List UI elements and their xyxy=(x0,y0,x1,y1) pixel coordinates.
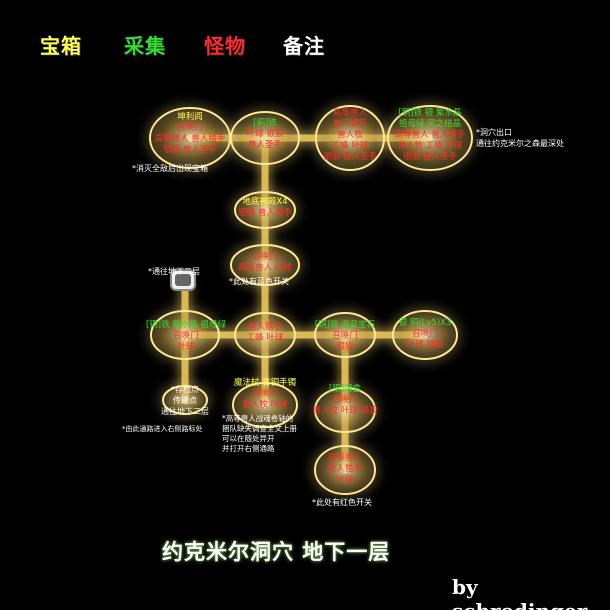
blob-n7 xyxy=(150,310,220,360)
node-n3: 高等兽人 兽人猎手 兽人牧 工蜂 叶球 银狼 兽人圣手 xyxy=(305,108,395,163)
n1-monsters-2: 银狼 兽人圣手 xyxy=(163,145,217,155)
node-n10: 银 铜(Lv5)X3 召唤门 叶球 银狼 xyxy=(385,318,465,351)
note-scroll: *高等兽人战魂卷轴的 捆队缺失调查全文上册 可以在随处异开 并打开右侧通路 xyxy=(222,414,297,454)
n4-gather-1: [铜]铁 银 紫水晶 xyxy=(398,108,462,118)
n13-m1: 高等兽人 xyxy=(327,453,362,463)
n10-gate: 召唤门 xyxy=(412,329,438,339)
note-cave-exit-2: 通往约克米尔之森最深处 xyxy=(476,139,564,148)
note-cave-exit-1: *洞穴出口 xyxy=(476,128,512,137)
note-save-1: *存档点 xyxy=(171,385,199,394)
n13-m3: 叶球 xyxy=(336,475,354,485)
n2-monsters-1: 叶球 银狼 xyxy=(246,129,284,139)
n12-gather: [铜]蛋盒 xyxy=(328,384,362,394)
blob-n12 xyxy=(314,387,376,433)
n4-m3: 银狼 兽人圣手 xyxy=(403,152,457,162)
blob-n10 xyxy=(392,310,458,360)
node-n6: 召唤门 高等兽人 叶球 xyxy=(220,252,310,274)
blob-save xyxy=(162,385,208,415)
n1-gate: 召唤门 xyxy=(177,123,203,133)
node-n9: [铜]铁 海蓝宝石 召唤门 银狼 xyxy=(305,320,385,353)
n13-m2: 兽人猎手 xyxy=(327,464,362,474)
legend-monster: 怪物 xyxy=(204,34,246,58)
note-scroll-1: *高等兽人战魂卷轴的 xyxy=(222,414,294,423)
note-save-point: *存档点 传送点 通往地下二层 xyxy=(150,384,220,417)
author-credit: by schrodinger xyxy=(452,575,587,610)
n3-m3: 兽人牧 xyxy=(337,130,363,140)
n5-monsters: 银狼 兽人圣手 xyxy=(238,208,292,218)
note-scroll-3: 可以在随处异开 xyxy=(222,434,275,443)
map-title: 约克米尔洞穴 地下一层 xyxy=(162,540,391,564)
legend-gather: 采集 xyxy=(124,34,166,58)
n12-monsters: 兽人牧 叶球 银狼 xyxy=(312,406,378,416)
note-boss-chest: *消灭全敌后出现宝箱 xyxy=(132,164,208,173)
warp-icon xyxy=(170,269,196,291)
node-n11: 魔法杖 青铜手镯 召唤门 兽人牧 叶球 xyxy=(218,378,312,411)
note-cave-exit: *洞穴出口 通往约克米尔之森最深处 xyxy=(476,127,564,149)
node-n7: [铜]铁 紫水晶 祖母绿 召唤门 叶球 xyxy=(128,320,244,353)
n3-m1: 高等兽人 xyxy=(332,108,367,118)
n4-m1: 高等兽人 兽人猎手 xyxy=(394,130,466,140)
n9-gather: [铜]铁 海蓝宝石 xyxy=(314,320,376,330)
n6-gate: 召唤门 xyxy=(252,252,278,262)
blob-n13 xyxy=(314,445,376,495)
n6-monsters: 高等兽人 叶球 xyxy=(238,263,292,273)
legend-notes: 备注 xyxy=(283,34,325,58)
n1-monsters-1: 高等兽人 兽人猎手 xyxy=(154,134,226,144)
n9-gate: 召唤门 xyxy=(332,331,358,341)
n1-chest: 坤利阅 xyxy=(177,112,203,122)
n10-monsters: 叶球 银狼 xyxy=(406,340,444,350)
n11-gate: 召唤门 xyxy=(252,389,278,399)
note-to-b2-top: *通往地下二层 xyxy=(148,267,200,276)
n10-gather: 银 铜(Lv5)X3 xyxy=(398,318,452,328)
note-save-route: *由此通路进入右侧路标处 xyxy=(122,425,203,433)
n11-chest: 魔法杖 青铜手镯 xyxy=(233,378,297,388)
node-n5: 地底神殿X4 银狼 兽人圣手 xyxy=(220,197,310,219)
n7-gate: 召唤门 xyxy=(173,331,199,341)
node-n2: [铜]铁 叶球 银狼 兽人圣手 xyxy=(225,118,305,151)
n3-m5: 银狼 兽人圣手 xyxy=(323,152,377,162)
blob-n9 xyxy=(314,312,376,358)
note-scroll-4: 并打开右侧通路 xyxy=(222,444,275,453)
blob-n5 xyxy=(234,191,296,229)
n8-m2: 工蜂 叶球 xyxy=(246,333,284,343)
note-red-switch: *此处有红色开关 xyxy=(312,498,372,507)
n12-gate: 召唤门 xyxy=(332,395,358,405)
n3-m4: 工蜂 叶球 xyxy=(331,141,369,151)
blob-n4 xyxy=(387,105,473,171)
n3-m2: 兽人猎手 xyxy=(332,119,367,129)
n4-m2: 兽人牧 工蜂 叶球 xyxy=(397,141,463,151)
n7-monsters: 叶球 xyxy=(177,342,195,352)
node-n13: 高等兽人 兽人猎手 叶球 xyxy=(305,453,385,486)
n2-monsters-2: 兽人圣手 xyxy=(247,140,282,150)
legend-chest: 宝箱 xyxy=(40,34,82,58)
note-save-3: 通往地下二层 xyxy=(161,407,209,416)
blob-n2 xyxy=(230,111,300,165)
node-n1: 坤利阅 召唤门 高等兽人 兽人猎手 银狼 兽人圣手 xyxy=(140,112,240,156)
node-n8: 兽人猎手 工蜂 叶球 xyxy=(225,322,305,344)
n7-gather: [铜]铁 紫水晶 祖母绿 xyxy=(145,320,227,330)
n9-monsters: 银狼 xyxy=(336,342,354,352)
blob-n11 xyxy=(232,382,298,428)
note-blue-switch: *此处有蓝色开关 xyxy=(229,277,289,286)
blob-n8 xyxy=(234,312,296,358)
n2-gather: [铜]铁 xyxy=(253,118,277,128)
node-n12: [铜]蛋盒 召唤门 兽人牧 叶球 银狼 xyxy=(300,384,390,417)
n8-m1: 兽人猎手 xyxy=(247,322,282,332)
n11-monsters: 兽人牧 叶球 xyxy=(242,400,288,410)
note-scroll-2: 捆队缺失调查全文上册 xyxy=(222,424,297,433)
node-n4: [铜]铁 银 紫水晶 祖母绿 风之结晶 高等兽人 兽人猎手 兽人牧 工蜂 叶球 … xyxy=(378,108,482,163)
blob-n6 xyxy=(230,244,300,286)
n5-chest: 地底神殿X4 xyxy=(242,197,288,207)
n4-gather-2: 祖母绿 风之结晶 xyxy=(398,119,462,129)
blob-n3 xyxy=(315,105,385,171)
note-save-2: 传送点 xyxy=(173,396,197,405)
